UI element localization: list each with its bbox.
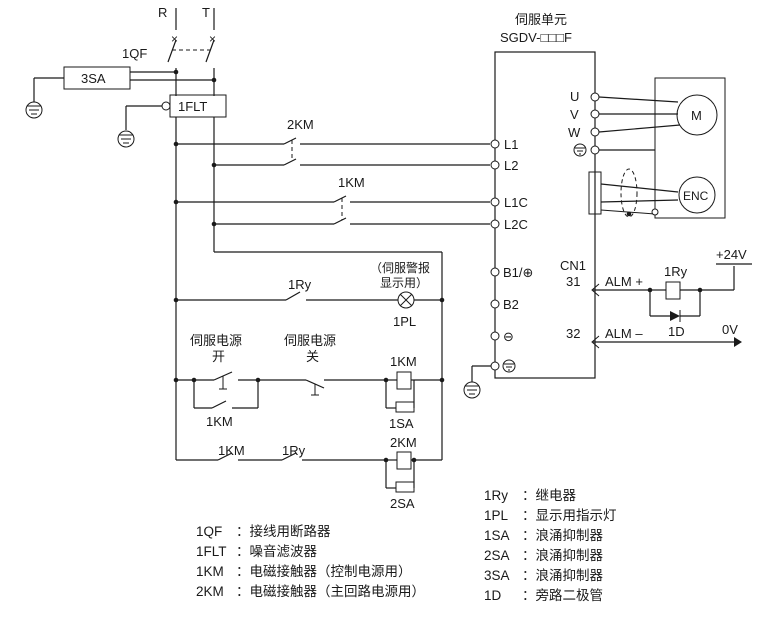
legend-code: 1QF: [196, 524, 222, 539]
pin-31-label: 31: [566, 274, 580, 289]
ground-icon: [502, 359, 516, 373]
power-on-label: 伺服电源: [190, 333, 242, 348]
v0-label: 0V: [722, 322, 738, 337]
coil-2km: 2KM 2SA: [385, 435, 417, 511]
legend-desc: ：噪音滤波器: [236, 543, 317, 559]
encoder-cable: [588, 168, 679, 218]
coil-1km: 1KM 1SA: [385, 354, 417, 431]
terminal-l1c: L1C: [504, 195, 528, 210]
surge-3sa-label: 3SA: [81, 71, 106, 86]
legend-code: 1KM: [196, 564, 224, 579]
lamp-1pl-label: 1PL: [393, 314, 416, 329]
ground-icon: [117, 130, 135, 148]
legend-desc: ：浪涌抑制器: [522, 528, 603, 543]
phase-r-label: R: [158, 5, 167, 20]
servo-unit: 伺服单元 SGDV-□□□F L1 L2 L1C L2C B1/⊕ B2 ⊖: [471, 12, 596, 382]
pin-32-label: 32: [566, 326, 580, 341]
legend-left: 1QF ：接线用断路器 1FLT ：噪音滤波器 1KM ：电磁接触器（控制电源用…: [196, 523, 425, 599]
phase-t-label: T: [202, 5, 210, 20]
indicator-lamp-1pl: 1PL: [393, 291, 416, 329]
control-circuit: 1Ry （伺服警报 显示用）: [173, 251, 445, 460]
terminal-b2: B2: [503, 297, 519, 312]
relay-1ry-coil-label: 1Ry: [664, 264, 688, 279]
breaker-1qf-label: 1QF: [122, 46, 147, 61]
legend-code: 1D: [484, 588, 502, 603]
terminal-v: V: [570, 107, 579, 122]
encoder-label: ENC: [683, 189, 709, 203]
alarm-indicator-note: （伺服警报: [370, 260, 430, 275]
diode-1d-label: 1D: [668, 324, 685, 339]
breaker-1qf: 1QF × ×: [122, 32, 217, 96]
ground-icon: [25, 101, 43, 119]
ground-icon: [463, 381, 481, 399]
motor-section: U V W: [568, 77, 726, 219]
alarm-output-cn1: CN1 31 32 ALM + ALM – +24V 0V 1Ry 1D: [560, 247, 752, 349]
legend-desc: ：电磁接触器（控制电源用）: [236, 563, 412, 579]
legend-code: 2SA: [484, 548, 510, 563]
svg-text:×: ×: [209, 32, 216, 46]
legend-code: 1PL: [484, 508, 509, 523]
legend-desc: ：浪涌抑制器: [522, 568, 603, 583]
power-switch-rung: 伺服电源 开 伺服电源 关 1KM: [173, 333, 445, 429]
terminal-u: U: [570, 89, 579, 104]
alm-plus-label: ALM +: [605, 274, 643, 289]
rung-1km-contact-label: 1KM: [218, 443, 245, 458]
legend-code: 1SA: [484, 528, 510, 543]
legend-code: 1FLT: [196, 544, 227, 559]
v24-label: +24V: [716, 247, 747, 262]
encoder-icon: ENC: [678, 176, 716, 214]
legend-desc: ：接线用断路器: [236, 523, 331, 539]
legend-code: 3SA: [484, 568, 510, 583]
ground-icon: [573, 143, 587, 157]
terminal-l2c: L2C: [504, 217, 528, 232]
rung-1ry-contact-label: 1Ry: [282, 443, 306, 458]
alarm-indicator-note-2: 显示用）: [380, 276, 428, 290]
main-contactor-2km: 2KM: [173, 117, 490, 168]
terminal-minus: ⊖: [503, 329, 514, 344]
coil-1km-label: 1KM: [390, 354, 417, 369]
main-contactor-rung: 1KM 1Ry: [176, 443, 442, 463]
legend-desc: ：显示用指示灯: [522, 508, 617, 523]
contactor-1km-label: 1KM: [338, 175, 365, 190]
control-contactor-1km: 1KM: [173, 175, 490, 227]
surge-1sa-label: 1SA: [389, 416, 414, 431]
power-off-label: 伺服电源: [284, 333, 336, 348]
legend-desc: ：电磁接触器（主回路电源用）: [236, 583, 425, 599]
terminal-l2: L2: [504, 158, 518, 173]
alm-minus-label: ALM –: [605, 326, 643, 341]
legend-code: 1Ry: [484, 488, 508, 503]
terminal-b1: B1/⊕: [503, 265, 533, 280]
motor-label: M: [691, 108, 702, 123]
servo-title: 伺服单元: [515, 12, 567, 27]
terminal-l1: L1: [504, 137, 518, 152]
legend-code: 2KM: [196, 584, 224, 599]
svg-text:×: ×: [171, 32, 178, 46]
motor-icon: M: [676, 94, 718, 136]
terminal-w: W: [568, 125, 581, 140]
servo-model: SGDV-□□□F: [500, 30, 572, 45]
legend-right: 1Ry ：继电器 1PL ：显示用指示灯 1SA ：浪涌抑制器 2SA ：浪涌抑…: [484, 488, 617, 603]
power-on-sub: 开: [212, 349, 225, 364]
legend-desc: ：浪涌抑制器: [522, 548, 603, 563]
coil-2km-label: 2KM: [390, 435, 417, 450]
power-off-sub: 关: [306, 349, 319, 364]
surge-2sa-label: 2SA: [390, 496, 415, 511]
surge-suppressor-3sa: 3SA: [33, 66, 214, 102]
noise-filter-label: 1FLT: [178, 99, 207, 114]
holding-contact-1km-label: 1KM: [206, 414, 233, 429]
legend-desc: ：旁路二极管: [522, 587, 603, 603]
contactor-2km-label: 2KM: [287, 117, 314, 132]
legend-desc: ：继电器: [522, 488, 576, 503]
cn1-label: CN1: [560, 258, 586, 273]
relay-1ry-label: 1Ry: [288, 277, 312, 292]
noise-filter-1flt: 1FLT: [125, 94, 227, 460]
power-input: R T: [158, 5, 215, 30]
